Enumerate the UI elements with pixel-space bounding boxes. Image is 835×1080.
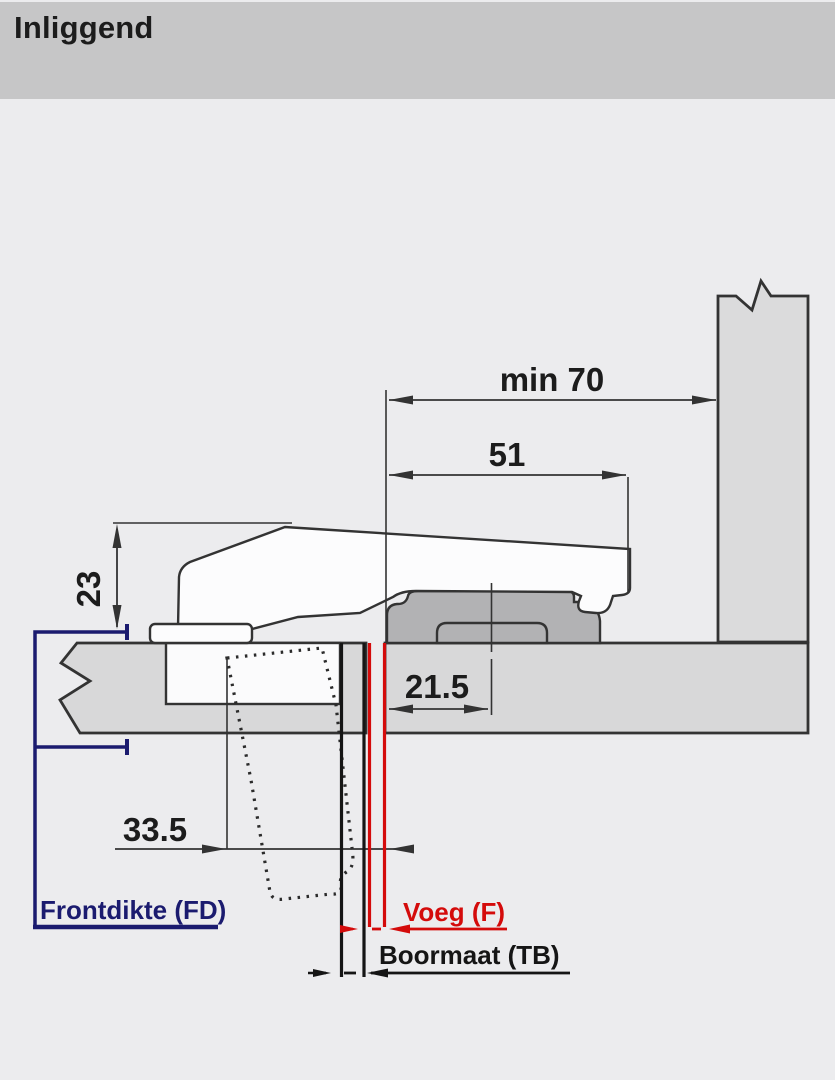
label-gap: Voeg (F) bbox=[403, 897, 505, 927]
dimension-min-depth: min 70 bbox=[389, 361, 716, 405]
dimension-text-23: 23 bbox=[70, 571, 107, 608]
arrowhead bbox=[602, 470, 626, 480]
cabinet-side-panel bbox=[716, 277, 810, 644]
page-title: Inliggend bbox=[14, 10, 154, 45]
dimension-plate-screw-distance: 21.5 bbox=[389, 668, 488, 714]
dimension-arm-protrusion: 23 bbox=[70, 524, 122, 629]
label-front-thickness: Frontdikte (FD) bbox=[40, 895, 226, 925]
arrowhead bbox=[313, 969, 331, 977]
dimension-text-21-5: 21.5 bbox=[405, 668, 469, 705]
gap-lines bbox=[367, 643, 387, 927]
arrowhead bbox=[389, 924, 410, 934]
drill-distance-lines bbox=[339, 643, 366, 977]
arrowhead bbox=[112, 605, 122, 629]
front-thickness-bracket bbox=[33, 624, 218, 930]
drill-distance-label-arrows bbox=[308, 968, 570, 978]
hinge-cup-cutout bbox=[164, 641, 342, 706]
hinge-cup-flange bbox=[148, 622, 254, 645]
dimension-text-51: 51 bbox=[489, 436, 526, 473]
arrowhead bbox=[340, 925, 358, 933]
label-drill-distance: Boormaat (TB) bbox=[379, 940, 560, 970]
arrowhead bbox=[390, 844, 414, 854]
dimension-arm-fixing: 51 bbox=[389, 436, 626, 480]
arrowhead bbox=[464, 704, 488, 714]
dimension-text-min70: min 70 bbox=[500, 361, 605, 398]
arrowhead bbox=[389, 704, 413, 714]
arrowhead bbox=[389, 395, 413, 405]
arrowhead bbox=[389, 470, 413, 480]
arrowhead bbox=[367, 968, 388, 978]
arrowhead bbox=[202, 844, 226, 854]
header-band bbox=[0, 2, 835, 99]
dimension-text-33-5: 33.5 bbox=[123, 811, 187, 848]
hinge-arm bbox=[176, 525, 632, 631]
gap-label-arrows bbox=[340, 924, 507, 934]
arrowhead bbox=[112, 524, 122, 548]
arrowhead bbox=[692, 395, 716, 405]
